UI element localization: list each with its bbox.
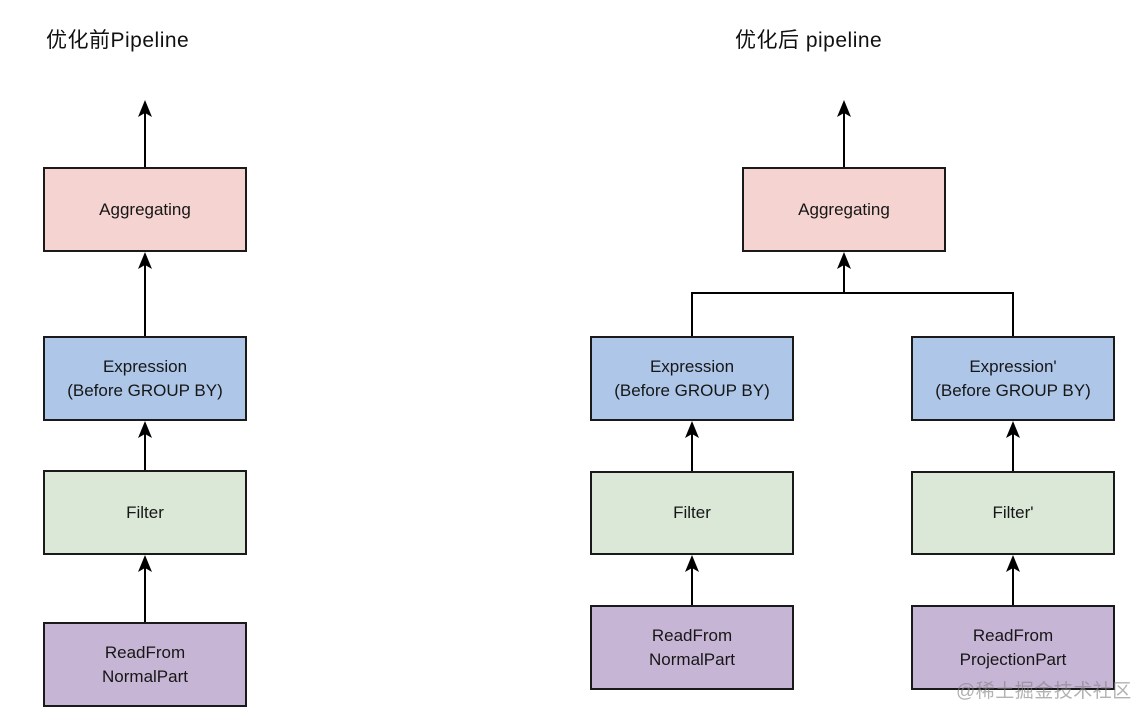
right-pipeline-title: 优化后 pipeline xyxy=(735,29,883,52)
node-label-line2: NormalPart xyxy=(649,649,735,669)
right-node-expression: Expression (Before GROUP BY) xyxy=(590,336,794,421)
node-label-line2: NormalPart xyxy=(102,666,188,686)
node-label-line1: ReadFrom xyxy=(651,625,733,645)
right-arrow-filter-to-expression xyxy=(685,421,699,471)
left-node-filter: Filter xyxy=(43,470,247,555)
left-arrow-output xyxy=(138,100,152,167)
left-node-expression: Expression (Before GROUP BY) xyxy=(43,336,247,421)
right-arrow-readfrom-to-filter xyxy=(685,555,699,605)
right-merge-connector xyxy=(691,292,1014,336)
left-arrow-expression-to-aggregating xyxy=(138,252,152,336)
right-node-readfrom-normalpart: ReadFrom NormalPart xyxy=(590,605,794,690)
left-node-readfrom-normalpart: ReadFrom NormalPart xyxy=(43,622,247,707)
right-node-aggregating: Aggregating xyxy=(742,167,946,252)
node-label-line1: Expression xyxy=(649,356,735,376)
left-node-aggregating: Aggregating xyxy=(43,167,247,252)
node-label: Filter' xyxy=(992,503,1034,522)
node-label-line1: Expression xyxy=(102,356,188,376)
right-node-readfrom-projectionpart: ReadFrom ProjectionPart xyxy=(911,605,1115,690)
node-label: Filter xyxy=(126,502,164,522)
node-label-line2: (Before GROUP BY) xyxy=(935,380,1091,400)
left-pipeline-title: 优化前Pipeline xyxy=(46,29,190,52)
node-label: Aggregating xyxy=(798,199,890,219)
watermark: @稀土掘金技术社区 xyxy=(956,681,1132,702)
right-arrow-readfromproj-to-filterproj xyxy=(1006,555,1020,605)
node-label-line2: ProjectionPart xyxy=(959,649,1067,669)
node-label-line2: (Before GROUP BY) xyxy=(614,380,770,400)
right-arrow-filterproj-to-expressionproj xyxy=(1006,421,1020,471)
node-label: Aggregating xyxy=(99,199,191,219)
left-arrow-readfrom-to-filter xyxy=(138,555,152,622)
node-label-line1: Expression' xyxy=(969,356,1057,376)
node-label-line2: (Before GROUP BY) xyxy=(67,380,223,400)
node-label-line1: ReadFrom xyxy=(972,625,1054,645)
right-node-filter-prime: Filter' xyxy=(911,471,1115,555)
left-arrow-filter-to-expression xyxy=(138,421,152,470)
right-arrow-merge-to-aggregating xyxy=(837,252,851,293)
right-node-expression-prime: Expression' (Before GROUP BY) xyxy=(911,336,1115,421)
node-label-line1: ReadFrom xyxy=(104,642,186,662)
right-node-filter: Filter xyxy=(590,471,794,555)
node-label: Filter xyxy=(673,503,711,522)
right-arrow-output xyxy=(837,100,851,167)
